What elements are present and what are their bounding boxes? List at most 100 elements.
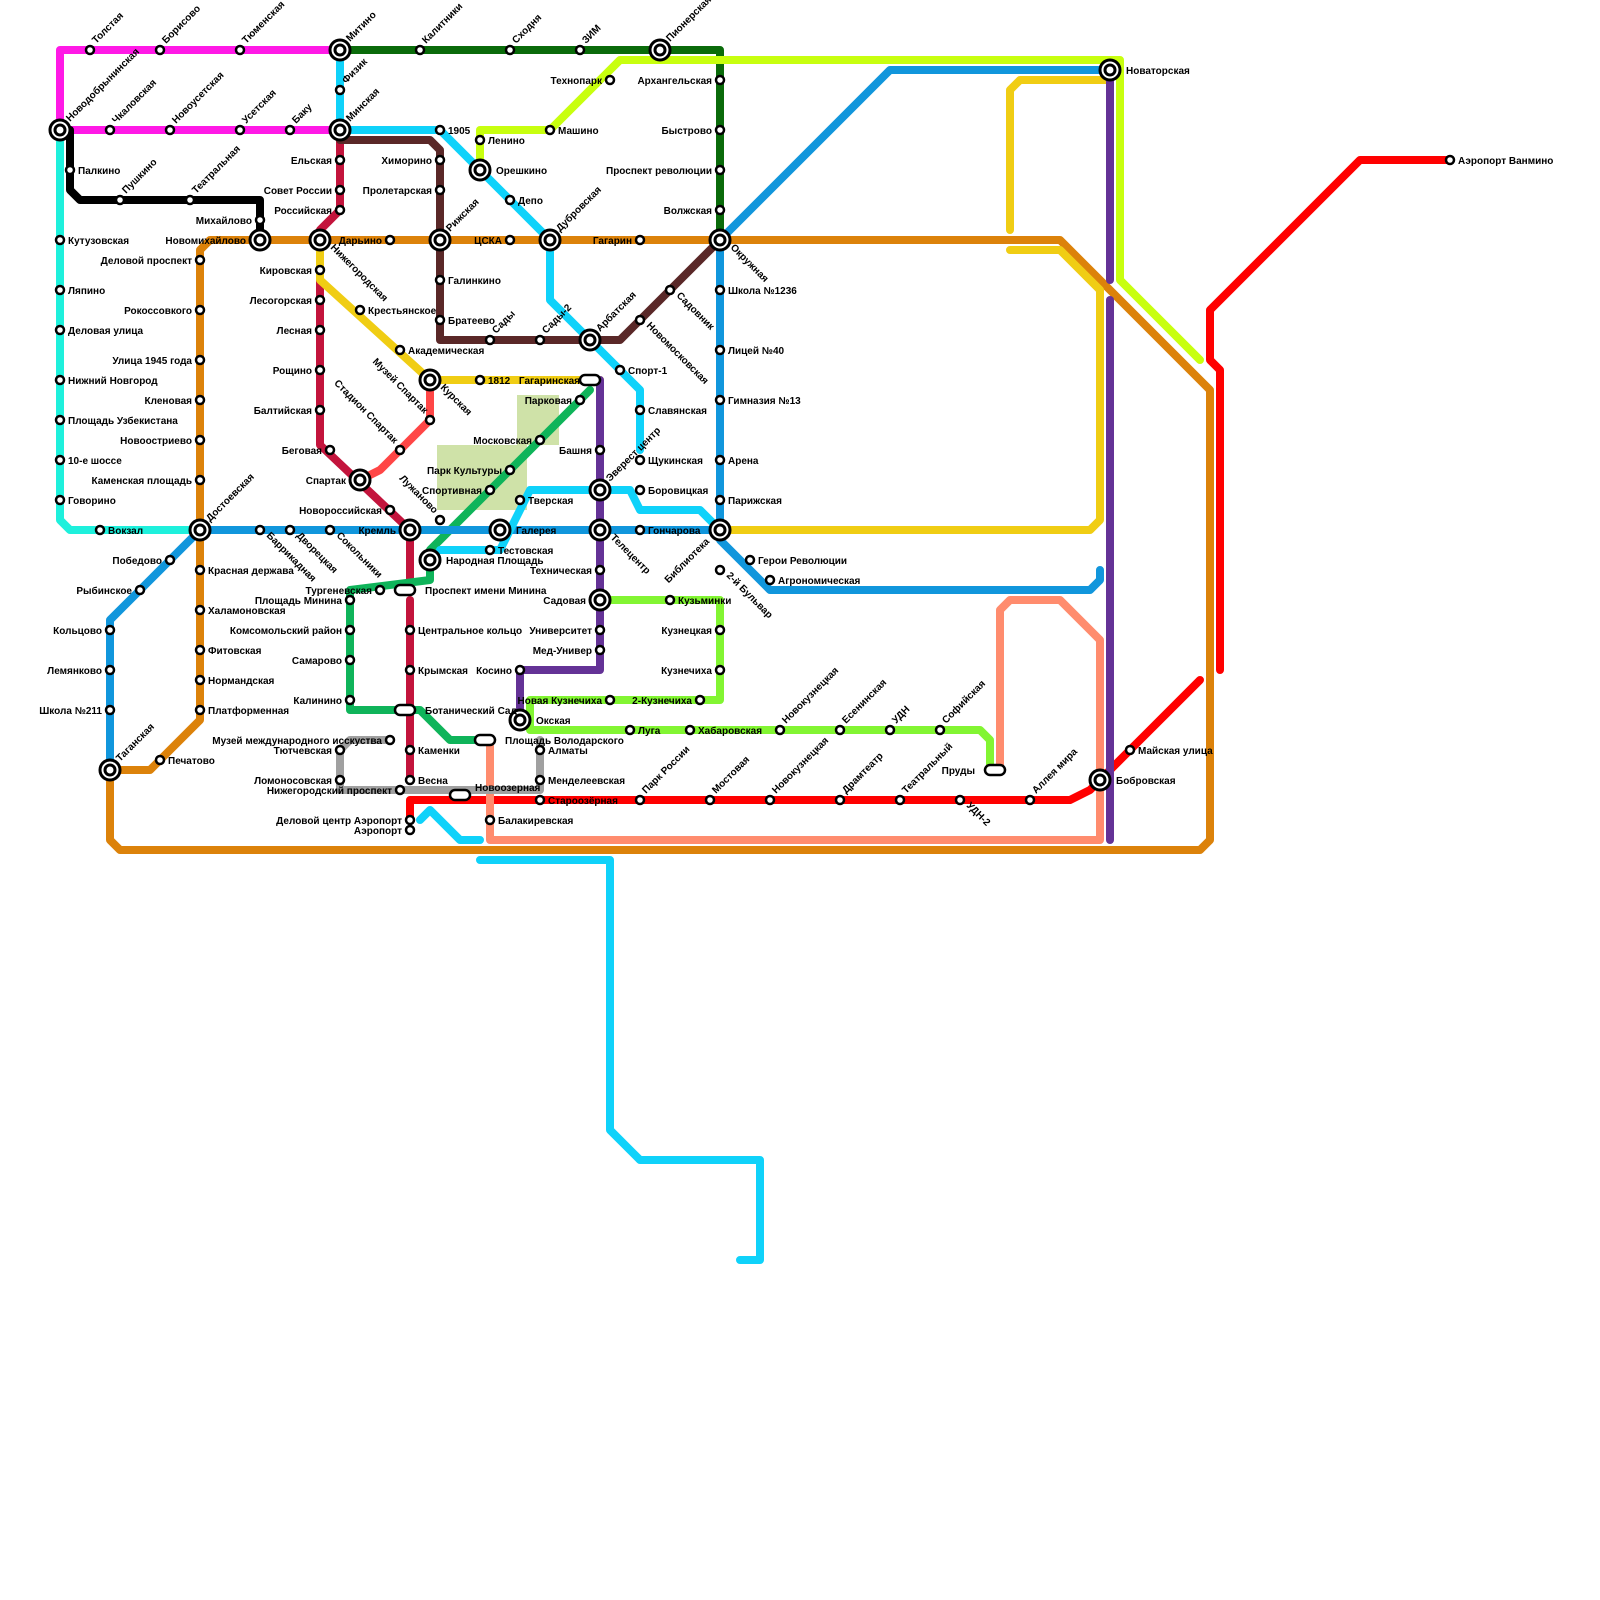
station-dot[interactable]	[166, 126, 174, 134]
station-59[interactable]	[636, 316, 644, 324]
station-25[interactable]	[336, 156, 344, 164]
station-dot[interactable]	[316, 296, 324, 304]
station-dot[interactable]	[196, 436, 204, 444]
station-11[interactable]	[236, 126, 244, 134]
station-80[interactable]	[326, 446, 334, 454]
station-dot[interactable]	[326, 526, 334, 534]
station-dot[interactable]	[636, 406, 644, 414]
station-dot[interactable]	[596, 646, 604, 654]
station-101[interactable]	[400, 520, 420, 540]
station-dot[interactable]	[346, 696, 354, 704]
station-12[interactable]	[286, 126, 294, 134]
station-30[interactable]	[436, 186, 444, 194]
station-dot[interactable]	[886, 726, 894, 734]
station-dot[interactable]	[416, 46, 424, 54]
station-dot[interactable]	[346, 626, 354, 634]
station-103[interactable]	[636, 526, 644, 534]
station-65[interactable]	[616, 366, 624, 374]
station-115[interactable]	[136, 586, 144, 594]
station-36[interactable]	[56, 236, 64, 244]
station-dot[interactable]	[136, 586, 144, 594]
station-171[interactable]	[486, 816, 494, 824]
station-170[interactable]	[406, 816, 414, 824]
station-dot[interactable]	[196, 646, 204, 654]
station-41[interactable]	[540, 230, 560, 250]
station-31[interactable]	[506, 196, 514, 204]
station-86[interactable]	[590, 480, 610, 500]
station-dot[interactable]	[436, 316, 444, 324]
station-dot[interactable]	[576, 46, 584, 54]
station-154[interactable]	[536, 746, 544, 754]
station-dot[interactable]	[936, 726, 944, 734]
station-165[interactable]	[1090, 770, 1110, 790]
station-51[interactable]	[316, 296, 324, 304]
station-dot[interactable]	[716, 206, 724, 214]
station-23[interactable]	[116, 196, 124, 204]
station-102[interactable]	[490, 520, 510, 540]
station-151[interactable]	[156, 756, 164, 764]
station-84[interactable]	[716, 456, 724, 464]
station-68[interactable]	[476, 376, 484, 384]
station-124[interactable]	[596, 626, 604, 634]
station-110[interactable]	[596, 566, 604, 574]
station-42[interactable]	[636, 236, 644, 244]
station-91[interactable]	[516, 496, 524, 504]
station-120[interactable]	[666, 596, 674, 604]
station-dot[interactable]	[436, 156, 444, 164]
station-dot[interactable]	[316, 406, 324, 414]
station-dot[interactable]	[896, 796, 904, 804]
station-126[interactable]	[196, 646, 204, 654]
station-107[interactable]	[166, 556, 174, 564]
station-2[interactable]	[236, 46, 244, 54]
station-dot[interactable]	[716, 626, 724, 634]
station-163[interactable]	[406, 776, 414, 784]
station-28[interactable]	[716, 166, 724, 174]
station-53[interactable]	[196, 306, 204, 314]
station-dot[interactable]	[236, 126, 244, 134]
station-dot[interactable]	[606, 76, 614, 84]
station-dot[interactable]	[956, 796, 964, 804]
station-dot[interactable]	[636, 796, 644, 804]
station-15[interactable]	[606, 76, 614, 84]
station-168[interactable]	[536, 796, 544, 804]
station-106[interactable]	[486, 546, 494, 554]
station-47[interactable]	[436, 276, 444, 284]
station-155[interactable]	[985, 765, 1005, 775]
station-dot[interactable]	[716, 456, 724, 464]
station-dot[interactable]	[336, 86, 344, 94]
station-78[interactable]	[396, 446, 404, 454]
station-127[interactable]	[596, 646, 604, 654]
station-150[interactable]	[1126, 746, 1134, 754]
station-dot[interactable]	[576, 396, 584, 404]
station-dot[interactable]	[56, 286, 64, 294]
station-dot[interactable]	[86, 46, 94, 54]
station-45[interactable]	[316, 266, 324, 274]
station-26[interactable]	[436, 156, 444, 164]
station-135[interactable]	[606, 696, 614, 704]
station-dot[interactable]	[716, 496, 724, 504]
station-dot[interactable]	[96, 526, 104, 534]
station-73[interactable]	[316, 406, 324, 414]
station-dot[interactable]	[836, 796, 844, 804]
station-136[interactable]	[696, 696, 704, 704]
station-38[interactable]	[386, 236, 394, 244]
station-dot[interactable]	[436, 276, 444, 284]
station-158[interactable]	[766, 796, 774, 804]
station-95[interactable]	[386, 506, 394, 514]
station-88[interactable]	[350, 470, 370, 490]
station-159[interactable]	[836, 796, 844, 804]
station-76[interactable]	[636, 406, 644, 414]
station-dot[interactable]	[716, 566, 724, 574]
transfer-pill[interactable]	[395, 585, 415, 595]
station-dot[interactable]	[346, 596, 354, 604]
station-dot[interactable]	[666, 286, 674, 294]
station-dot[interactable]	[696, 696, 704, 704]
station-dot[interactable]	[196, 306, 204, 314]
station-dot[interactable]	[716, 666, 724, 674]
station-37[interactable]	[250, 230, 270, 250]
station-dot[interactable]	[66, 166, 74, 174]
station-dot[interactable]	[336, 776, 344, 784]
station-dot[interactable]	[256, 216, 264, 224]
station-122[interactable]	[346, 626, 354, 634]
station-66[interactable]	[56, 376, 64, 384]
